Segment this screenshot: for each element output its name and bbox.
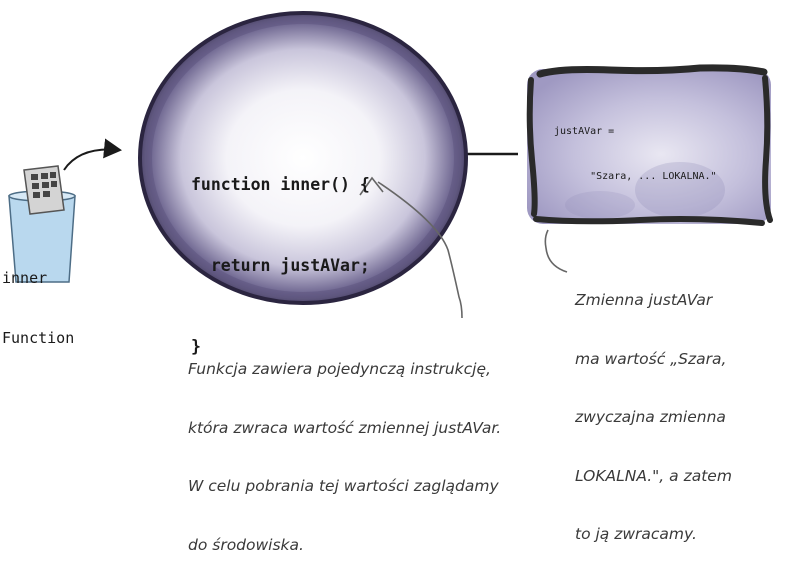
- code-line: return justAVar;: [191, 256, 370, 275]
- leader-line-right: [544, 229, 568, 273]
- code-line: function inner() {: [191, 175, 370, 194]
- env-line: "Szara, ... LOKALNA.": [554, 171, 717, 182]
- annotation-bottom: Funkcja zawiera pojedynczą instrukcję, k…: [188, 360, 502, 554]
- pointer-arrow: [63, 138, 122, 171]
- diagram-canvas: [8, 11, 773, 319]
- leader-arrowhead-bottom: [359, 176, 384, 196]
- environment-box: [526, 64, 773, 226]
- function-circle: [138, 11, 468, 305]
- remote-control-icon: [23, 165, 65, 215]
- function-code: function inner() { return justAVar; }: [191, 117, 370, 387]
- function-variable-label: inner Function: [2, 269, 75, 347]
- env-line: justAVar =: [554, 126, 615, 137]
- annotation-right: Zmienna justAVar ma wartość „Szara, zwyc…: [575, 291, 732, 543]
- leader-line-bottom: [377, 181, 463, 319]
- code-line: }: [191, 337, 201, 356]
- environment-variable: justAVar = "Szara, ... LOKALNA.": [554, 94, 717, 199]
